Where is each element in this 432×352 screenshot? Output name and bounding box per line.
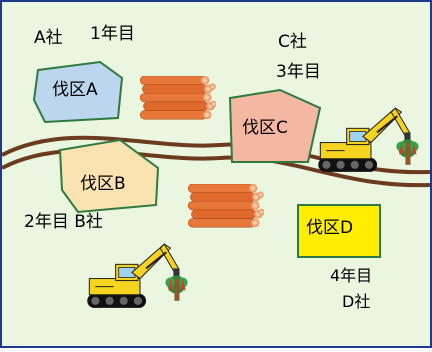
zone-b-label: 伐区B: [80, 174, 126, 194]
company-d-label: D社: [342, 292, 371, 311]
year-4-label: 4年目: [330, 266, 373, 285]
log-stack-icon: [140, 76, 216, 120]
zone-c-label: 伐区C: [242, 118, 288, 138]
zone-a-label: 伐区A: [52, 80, 98, 100]
zone-b-shape: [58, 138, 160, 214]
zone-a-shape: [32, 60, 124, 124]
company-a-label: A社: [34, 28, 63, 48]
log-stack-icon: [188, 184, 264, 228]
year-1-label: 1年目: [90, 24, 135, 44]
company-c-label: C社: [278, 32, 307, 52]
zone-d-shape: [297, 204, 381, 258]
zone-c-shape: [228, 88, 322, 163]
year-3-label: 3年目: [276, 62, 321, 82]
year-2-company-b-label: 2年目 B社: [24, 212, 103, 232]
zone-d-label: 伐区D: [306, 218, 354, 238]
